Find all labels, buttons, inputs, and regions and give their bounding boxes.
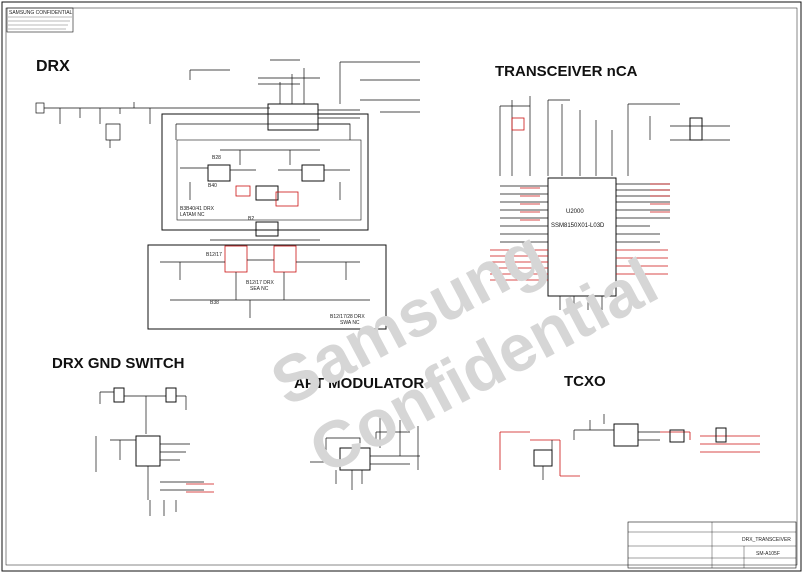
b28-filter-label: B28 bbox=[212, 155, 221, 161]
b38-label: B38 bbox=[210, 300, 219, 306]
b1217-nc-note: SEA NC bbox=[250, 286, 269, 292]
transceiver-right-nets bbox=[559, 183, 670, 310]
transceiver-chip: U2000 SSM8150X01-L03D bbox=[547, 177, 617, 297]
confidential-label: SAMSUNG CONFIDENTIAL bbox=[9, 10, 73, 16]
sheet-frame bbox=[5, 7, 798, 566]
drx-lower-area: B12/17 B12/17 DRX SEA NC B38 B12/17/28 D… bbox=[147, 239, 387, 330]
transceiver-title: TRANSCEIVER nCA bbox=[495, 63, 638, 80]
b40-filter-label: B40 bbox=[208, 183, 217, 189]
drawing-number: SM-A105F bbox=[756, 551, 780, 557]
tcxo-title: TCXO bbox=[564, 373, 606, 390]
latam-note: B3B40/41 DRX bbox=[180, 206, 215, 212]
swr-note: B12/17/28 DRX bbox=[330, 314, 365, 320]
swr-nc-note: SWA NC bbox=[340, 320, 360, 326]
drx-main-switch bbox=[189, 59, 420, 131]
title-block: DRX_TRANSCEIVER SM-A105F bbox=[627, 521, 797, 569]
transceiver-ref: U2000 bbox=[566, 209, 584, 215]
transceiver-top-passives bbox=[499, 96, 730, 176]
b1217-filter-label: B12/17 bbox=[206, 252, 222, 258]
apt-modulator-title: APT MODULATOR bbox=[294, 375, 424, 392]
transceiver-left-nets bbox=[490, 185, 548, 281]
drx-antenna-input bbox=[35, 102, 270, 148]
b2-filter-label: B2 bbox=[248, 216, 254, 222]
confidential-header: SAMSUNG CONFIDENTIAL bbox=[6, 7, 74, 33]
latam-nc-note: LATAM NC bbox=[180, 212, 205, 218]
drx-filter-area: B28 B40 B2 B3B40/41 DRX LATAM NC bbox=[161, 113, 369, 237]
confidential-watermark: Samsung Confidential bbox=[259, 215, 669, 488]
apt-modulator-circuit bbox=[310, 418, 420, 490]
drx-gnd-switch-title: DRX GND SWITCH bbox=[52, 355, 185, 372]
drx-title: DRX bbox=[36, 58, 70, 75]
drawing-title: DRX_TRANSCEIVER bbox=[742, 537, 791, 543]
drx-gnd-switch-circuit bbox=[95, 387, 214, 516]
b1217-note: B12/17 DRX bbox=[246, 280, 274, 286]
transceiver-part: SSM8150X01-L03D bbox=[551, 223, 605, 229]
tcxo-circuit bbox=[499, 414, 760, 480]
